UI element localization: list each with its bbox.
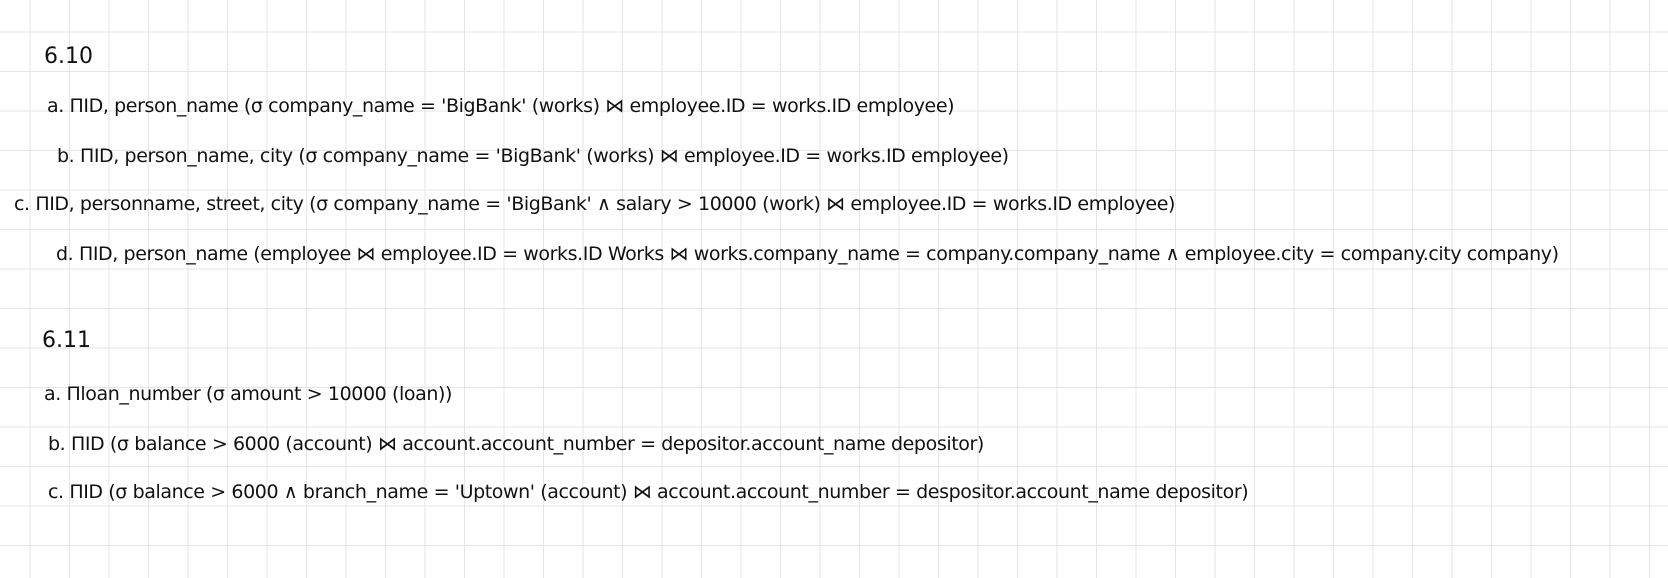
answer-6-10-b: b. ΠID, person_name, city (σ company_nam…	[57, 145, 1009, 167]
answer-6-11-a: a. Πloan_number (σ amount > 10000 (loan)…	[44, 383, 453, 405]
section-heading-6-11: 6.11	[42, 328, 91, 353]
answer-6-10-a: a. ΠID, person_name (σ company_name = 'B…	[47, 95, 955, 117]
section-heading-6-10: 6.10	[44, 44, 93, 69]
answer-6-10-c: c. ΠID, personname, street, city (σ comp…	[14, 193, 1176, 215]
answer-6-11-b: b. ΠID (σ balance > 6000 (account) ⋈ acc…	[48, 433, 984, 455]
answer-6-11-c: c. ΠID (σ balance > 6000 ∧ branch_name =…	[48, 481, 1249, 503]
answer-6-10-d: d. ΠID, person_name (employee ⋈ employee…	[56, 243, 1559, 265]
